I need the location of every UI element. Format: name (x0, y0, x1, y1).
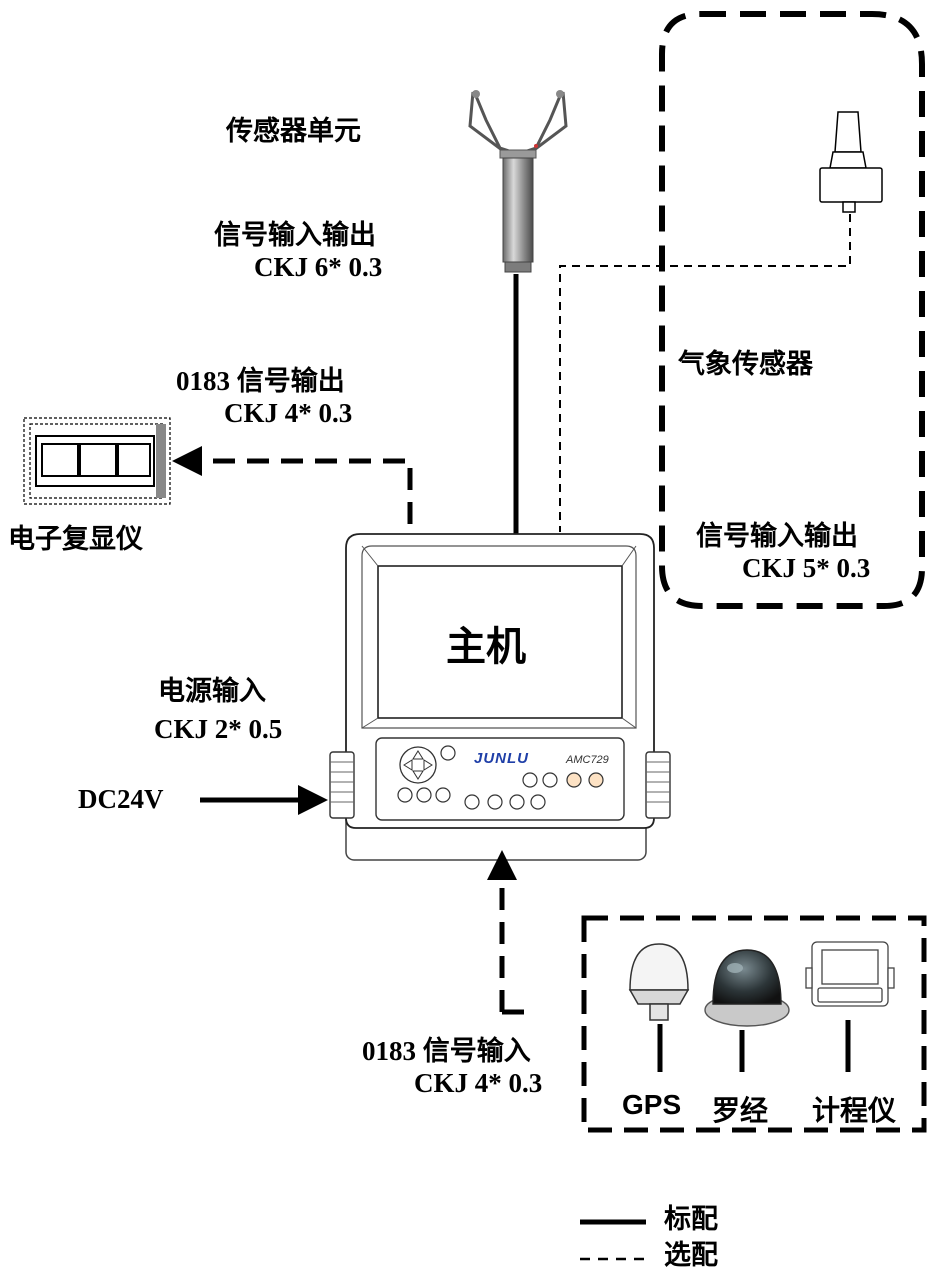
weather-io-title: 信号输入输出 (696, 521, 858, 552)
compass-icon (704, 949, 790, 1027)
host-unit (329, 533, 671, 861)
weather-sensor-cable (559, 214, 851, 532)
weather-sensor-label: 气象传感器 (678, 349, 813, 380)
nmea-input-title: 0183 信号输入 (362, 1036, 531, 1066)
legend-dashed-label: 选配 (664, 1240, 718, 1271)
weather-io-cable: CKJ 5* 0.3 (742, 553, 871, 583)
nmea-output-cable (172, 446, 413, 524)
external-devices-region (581, 915, 927, 1133)
panel-brand: JUNLU (474, 750, 530, 767)
legend-solid-label: 标配 (664, 1204, 718, 1235)
weather-sensor-icon (819, 111, 883, 213)
nmea-input-cable-label: CKJ 4* 0.3 (414, 1068, 543, 1098)
speed-log-label: 计程仪 (812, 1095, 897, 1126)
panel-model: AMC729 (566, 754, 609, 766)
sensor-io-title: 信号输入输出 (214, 220, 376, 251)
wind-sensor-icon (468, 90, 568, 273)
repeater-label: 电子复显仪 (8, 524, 143, 555)
power-input-cable-label: CKJ 2* 0.5 (154, 714, 283, 744)
power-input-title: 电源输入 (158, 676, 266, 707)
weather-sensor-region (659, 11, 925, 609)
speed-log-icon (805, 941, 895, 1007)
compass-label: 罗经 (712, 1095, 769, 1126)
repeater-icon (23, 417, 171, 505)
nmea-output-title: 0183 信号输出 (176, 366, 345, 396)
dc-source-label: DC24V (78, 784, 164, 814)
nmea-output-cable-label: CKJ 4* 0.3 (224, 398, 353, 428)
sensor-io-cable: CKJ 6* 0.3 (254, 252, 383, 282)
sensor-unit-label: 传感器单元 (226, 116, 361, 147)
gps-label: GPS (622, 1089, 682, 1120)
gps-antenna-icon (628, 943, 690, 1021)
host-label: 主机 (446, 624, 526, 670)
